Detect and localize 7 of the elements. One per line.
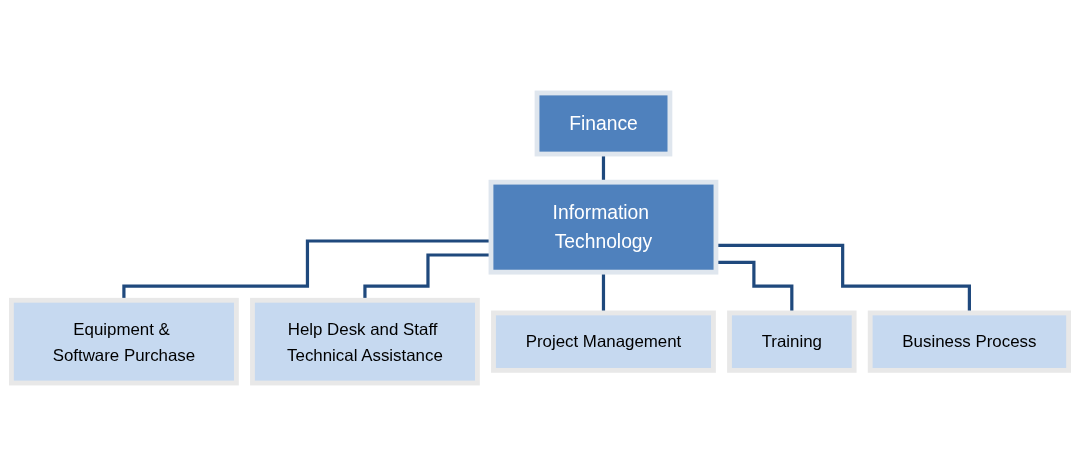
node-box: Equipment & Software Purchase xyxy=(9,297,239,386)
node-box: Project Management xyxy=(491,310,716,373)
node-box: Training xyxy=(727,310,857,373)
node-box: Information Technology xyxy=(488,179,719,275)
node-box: Business Process xyxy=(867,310,1071,373)
node-box: Finance xyxy=(534,90,673,157)
node-box: Help Desk and Staff Technical Assistance xyxy=(250,297,480,386)
